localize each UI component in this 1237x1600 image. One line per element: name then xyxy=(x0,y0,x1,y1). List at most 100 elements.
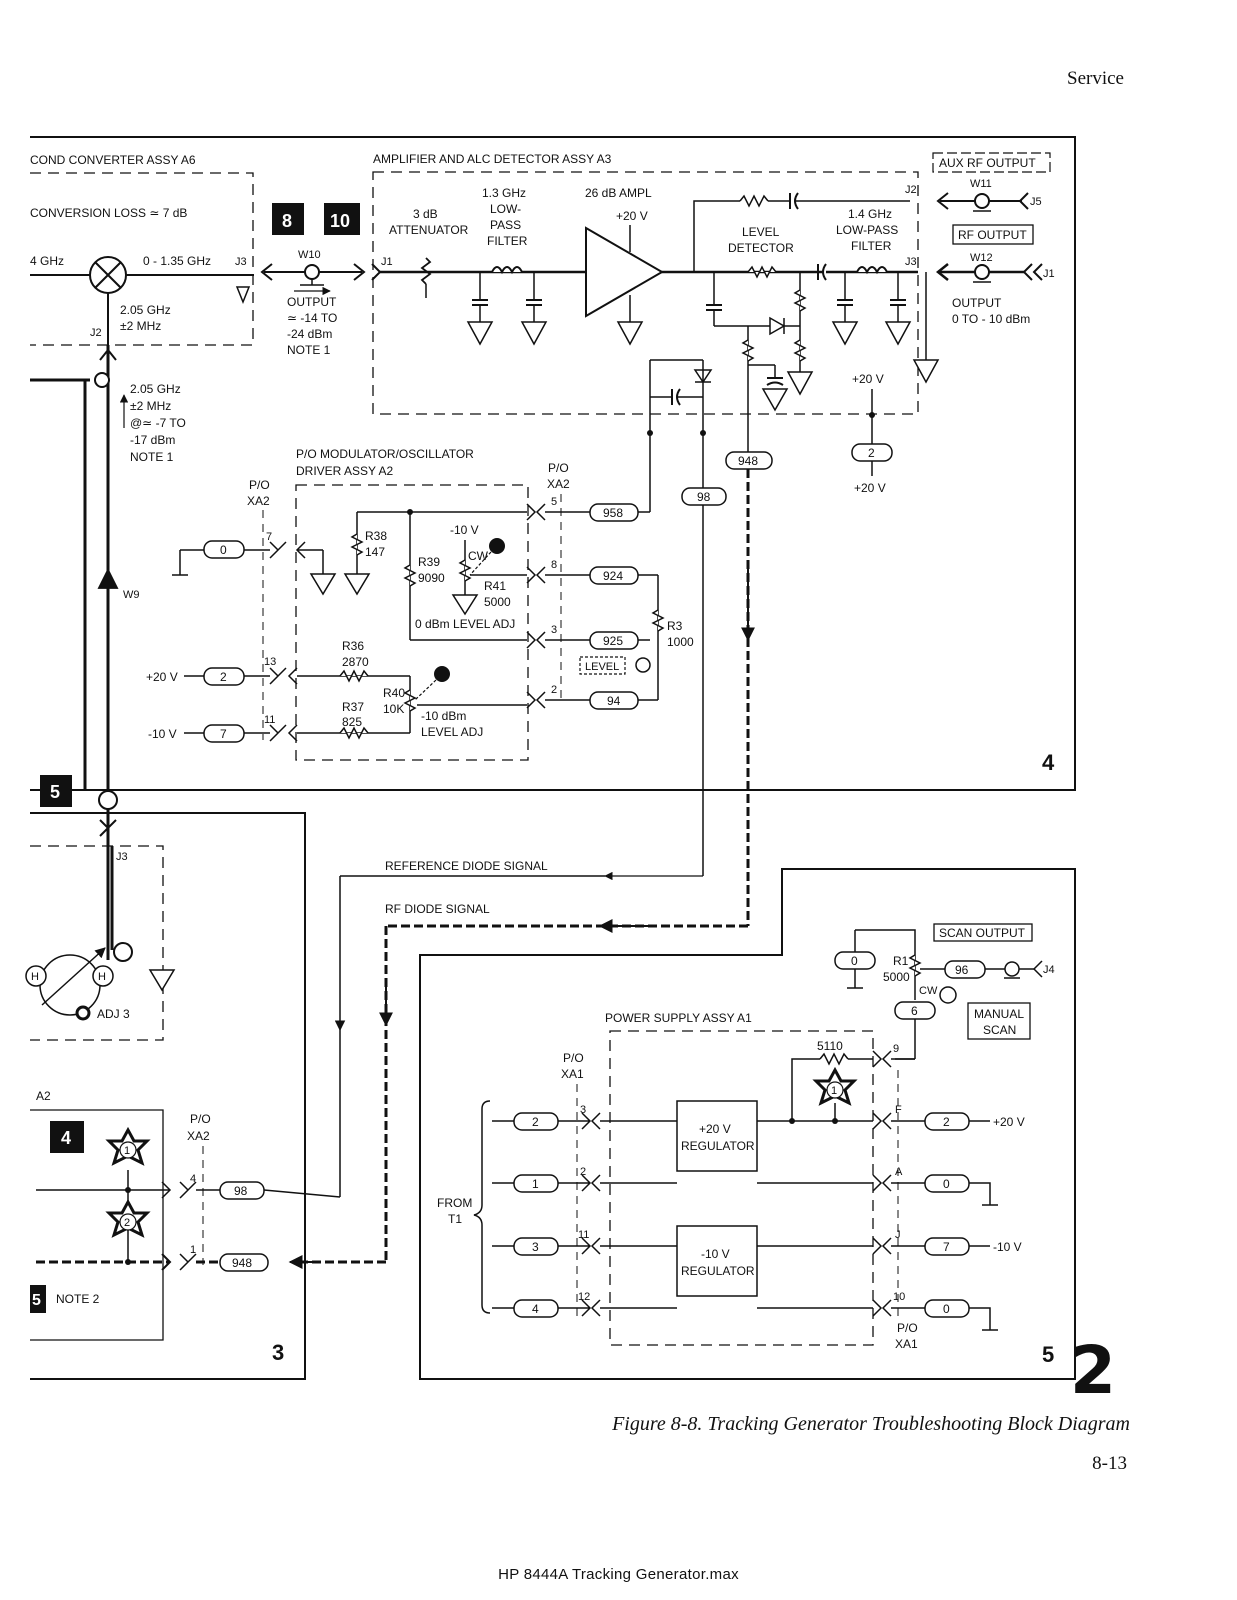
svg-text:H: H xyxy=(31,971,39,983)
svg-text:0 dBm LEVEL ADJ: 0 dBm LEVEL ADJ xyxy=(415,617,515,631)
svg-text:2.05 GHz: 2.05 GHz xyxy=(130,382,181,396)
a6-title: COND CONVERTER ASSY A6 xyxy=(30,153,196,167)
svg-text:J5: J5 xyxy=(1030,196,1042,208)
rf-diode-signal-path: 948 RF DIODE SIGNAL xyxy=(288,451,773,1269)
svg-text:10: 10 xyxy=(330,211,350,231)
svg-text:+20 V: +20 V xyxy=(616,209,648,223)
svg-text:7: 7 xyxy=(943,1240,950,1254)
svg-text:2: 2 xyxy=(124,1217,130,1229)
svg-text:OUTPUT: OUTPUT xyxy=(287,295,337,309)
svg-text:4: 4 xyxy=(190,1173,196,1185)
svg-text:1: 1 xyxy=(124,1145,130,1157)
svg-text:J: J xyxy=(895,1229,901,1241)
svg-text:5110: 5110 xyxy=(817,1039,843,1053)
svg-text:J1: J1 xyxy=(1043,268,1055,280)
svg-text:+20 V: +20 V xyxy=(699,1122,731,1136)
a2-modulator-driver: P/O MODULATOR/OSCILLATOR DRIVER ASSY A2 … xyxy=(146,433,694,761)
zone-4-frame xyxy=(30,136,1076,791)
svg-text:13: 13 xyxy=(264,656,276,668)
svg-text:10K: 10K xyxy=(383,702,404,716)
svg-text:3: 3 xyxy=(551,624,557,636)
svg-text:REGULATOR: REGULATOR xyxy=(681,1264,755,1278)
svg-text:8: 8 xyxy=(551,559,557,571)
svg-text:1.3 GHz: 1.3 GHz xyxy=(482,186,526,200)
scan-output-section: SCAN OUTPUT 0 R1 5000 96 J4 CW MANUAL SC… xyxy=(834,923,1055,1060)
svg-text:12: 12 xyxy=(578,1291,590,1303)
test-point-star-a1: 1 xyxy=(812,1066,858,1106)
svg-text:924: 924 xyxy=(603,569,623,583)
svg-text:P/O: P/O xyxy=(548,461,569,475)
svg-text:@≃ -7 TO: @≃ -7 TO xyxy=(130,416,186,430)
svg-text:NOTE 1: NOTE 1 xyxy=(130,450,174,464)
svg-text:5: 5 xyxy=(32,1292,41,1309)
svg-text:9: 9 xyxy=(893,1043,899,1055)
zone-number-4: 4 xyxy=(1042,750,1055,775)
svg-text:2: 2 xyxy=(220,670,227,684)
svg-text:PASS: PASS xyxy=(490,218,521,232)
zone-5-frame xyxy=(419,868,1076,1380)
svg-text:LOW-: LOW- xyxy=(490,202,521,216)
svg-text:11: 11 xyxy=(264,714,275,726)
svg-text:825: 825 xyxy=(342,715,362,729)
callout-5: 5 xyxy=(40,775,72,807)
svg-text:XA2: XA2 xyxy=(247,494,270,508)
svg-text:5000: 5000 xyxy=(883,970,910,984)
svg-text:XA2: XA2 xyxy=(187,1129,210,1143)
svg-text:J3: J3 xyxy=(905,256,917,268)
svg-text:P/O: P/O xyxy=(563,1051,584,1065)
a2-lower-section: A2 P/O XA2 4 98 1 948 1 2 NOTE 2 xyxy=(30,1089,341,1341)
svg-text:2: 2 xyxy=(580,1166,586,1178)
svg-text:P/O: P/O xyxy=(249,478,270,492)
svg-text:P/O: P/O xyxy=(897,1321,918,1335)
svg-text:W12: W12 xyxy=(970,252,993,264)
svg-text:A: A xyxy=(895,1166,903,1178)
svg-text:-24 dBm: -24 dBm xyxy=(287,327,332,341)
footer-filename: HP 8444A Tracking Generator.max xyxy=(498,1566,739,1583)
svg-text:FILTER: FILTER xyxy=(851,239,892,253)
callout-10: 10 xyxy=(324,203,360,235)
svg-text:925: 925 xyxy=(603,634,623,648)
svg-text:2: 2 xyxy=(532,1115,539,1129)
svg-text:J3: J3 xyxy=(235,256,247,268)
svg-text:XA1: XA1 xyxy=(895,1337,918,1351)
svg-text:FILTER: FILTER xyxy=(487,234,528,248)
svg-text:-10 V: -10 V xyxy=(450,523,479,537)
svg-text:DRIVER ASSY A2: DRIVER ASSY A2 xyxy=(296,464,393,478)
svg-text:T1: T1 xyxy=(448,1212,462,1226)
svg-text:±2 MHz: ±2 MHz xyxy=(120,319,161,333)
svg-text:11: 11 xyxy=(578,1229,589,1241)
svg-text:+20 V: +20 V xyxy=(146,670,178,684)
a6-converter-assy: COND CONVERTER ASSY A6 CONVERSION LOSS ≃… xyxy=(30,153,254,346)
rf-outputs: AUX RF OUTPUT W11 J5 RF OUTPUT W12 J1 OU… xyxy=(932,152,1055,326)
svg-text:98: 98 xyxy=(234,1184,248,1198)
svg-text:REGULATOR: REGULATOR xyxy=(681,1139,755,1153)
svg-text:1: 1 xyxy=(190,1244,196,1256)
svg-text:1: 1 xyxy=(532,1177,539,1191)
svg-text:±2 MHz: ±2 MHz xyxy=(130,399,171,413)
test-point-star-2: 2 xyxy=(105,1198,151,1238)
svg-text:R41: R41 xyxy=(484,579,506,593)
zone-number-5: 5 xyxy=(1042,1342,1054,1367)
svg-text:-10 V: -10 V xyxy=(148,727,177,741)
svg-text:R37: R37 xyxy=(342,700,364,714)
svg-text:≃ -14 TO: ≃ -14 TO xyxy=(287,311,337,325)
svg-text:-17 dBm: -17 dBm xyxy=(130,433,175,447)
svg-text:NOTE 2: NOTE 2 xyxy=(56,1292,100,1306)
reference-diode-signal-label: REFERENCE DIODE SIGNAL xyxy=(385,859,548,873)
callout-5-partial: 5 xyxy=(30,1285,46,1313)
svg-text:8: 8 xyxy=(282,211,292,231)
svg-text:J4: J4 xyxy=(1043,964,1055,976)
svg-text:DETECTOR: DETECTOR xyxy=(728,241,794,255)
sheet-marker: 2 xyxy=(1070,1332,1116,1409)
svg-text:J2: J2 xyxy=(90,327,102,339)
callout-8: 8 xyxy=(272,203,304,235)
svg-text:0 TO - 10 dBm: 0 TO - 10 dBm xyxy=(952,312,1030,326)
svg-text:3: 3 xyxy=(580,1104,586,1116)
svg-text:W9: W9 xyxy=(123,589,140,601)
svg-text:4 GHz: 4 GHz xyxy=(30,254,64,268)
svg-text:OUTPUT: OUTPUT xyxy=(952,296,1002,310)
svg-text:0: 0 xyxy=(943,1302,950,1316)
w9-cable: W9 2.05 GHz ±2 MHz @≃ -7 TO -17 dBm NOTE… xyxy=(30,345,186,960)
svg-text:5000: 5000 xyxy=(484,595,511,609)
svg-text:NOTE 1: NOTE 1 xyxy=(287,343,331,357)
